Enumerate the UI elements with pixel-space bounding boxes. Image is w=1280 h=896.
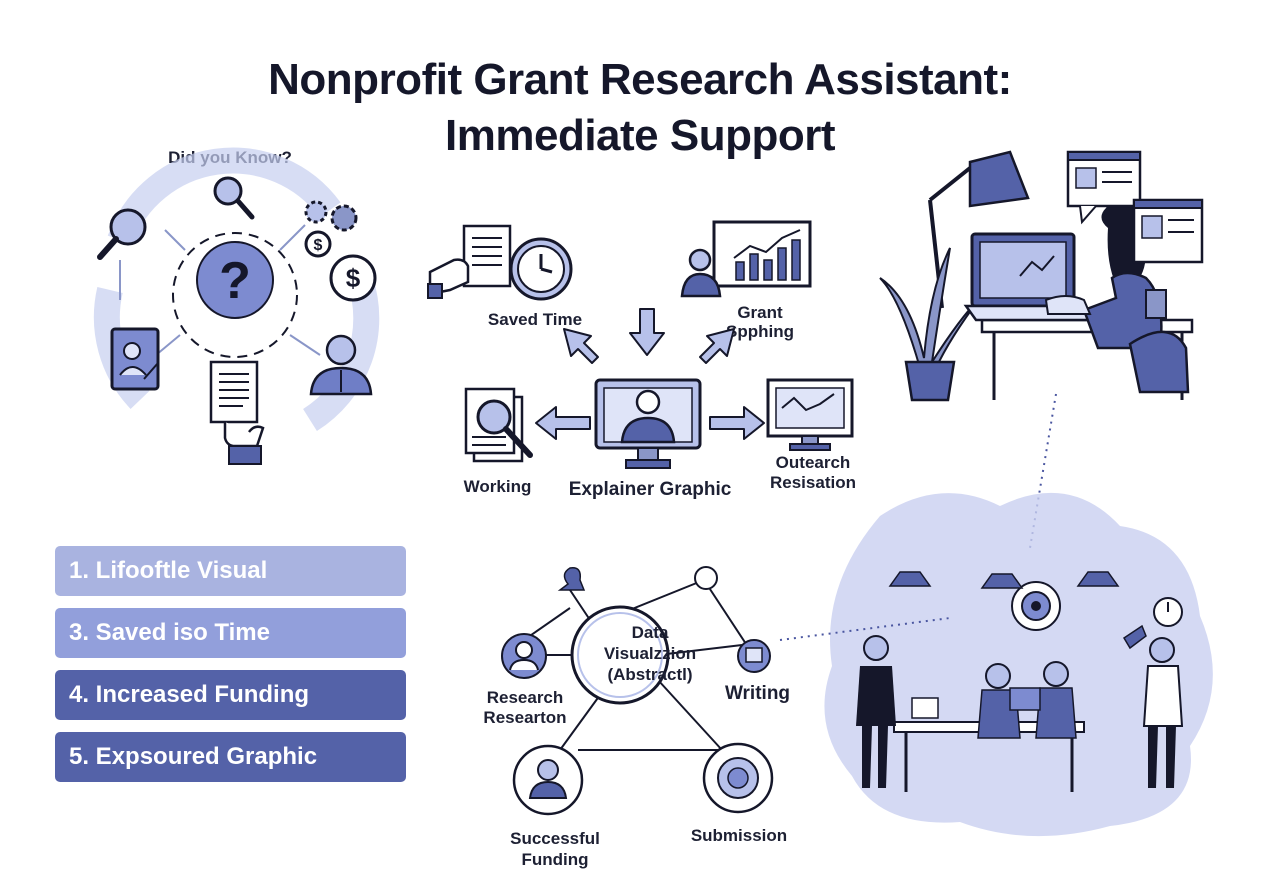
title-line-1: Nonprofit Grant Research Assistant: [268, 55, 1012, 104]
office-team-illustration [779, 492, 1213, 837]
desk-worker-illustration [879, 150, 1204, 549]
successful-funding-line-1: Successful [510, 829, 600, 848]
data-visualization-line-1: Data [631, 623, 669, 642]
svg-text:?: ? [219, 252, 251, 310]
explainer-graphic-label: Explainer Graphic [568, 479, 732, 500]
question-icon: ? [196, 241, 274, 319]
data-visualization-line-2: Visualzzion [603, 644, 697, 663]
document-hand-icon [209, 360, 265, 465]
magnifier-icon [97, 208, 147, 260]
monitor-person-icon [594, 378, 702, 469]
working-label: Working [463, 477, 532, 496]
dollar-icon: $ [329, 254, 377, 302]
id-badge-icon [110, 327, 160, 391]
gears-icon: $ [304, 200, 358, 258]
writing-label: Writing [724, 683, 791, 704]
grant-label: Grant Spphing [705, 303, 815, 341]
submission-label: Submission [690, 826, 788, 845]
research-label: Research Researton [470, 688, 580, 728]
list-item: 3. Saved iso Time [55, 608, 406, 658]
outreach-label-line-1: Outearch [775, 453, 851, 472]
grant-label-line-1: Grant [737, 303, 783, 322]
person-icon [309, 334, 373, 396]
flow-arrows [535, 308, 765, 440]
research-label-line-1: Research [486, 688, 564, 707]
research-label-line-2: Researton [483, 708, 567, 727]
title-line-2: Immediate Support [445, 111, 836, 160]
data-visualization-line-3: (Abstractl) [607, 665, 693, 684]
magnifier-icon [213, 176, 255, 220]
svg-text:$: $ [314, 237, 323, 254]
grant-label-line-2: Spphing [726, 322, 794, 341]
page-title: Nonprofit Grant Research Assistant: Imme… [0, 52, 1280, 164]
clock-icon [509, 237, 573, 301]
outreach-label-line-2: Resisation [770, 473, 856, 492]
svg-text:$: $ [346, 263, 361, 293]
data-visualization-node: Data Visualzzion (Abstractl) [590, 622, 710, 685]
monitor-chart-icon [766, 378, 854, 451]
network-diagram [501, 566, 774, 816]
list-item: 1. Lifooftle Visual [55, 546, 406, 596]
saved-time-label: Saved Time [487, 310, 583, 329]
document-magnifier-icon [464, 387, 533, 463]
successful-funding-label: Successful Funding [490, 828, 620, 870]
presenter-chart-icon [680, 220, 812, 298]
hand-document-icon [427, 224, 512, 299]
list-item: 5. Expsoured Graphic [55, 732, 406, 782]
list-item: 4. Increased Funding [55, 670, 406, 720]
outreach-label: Outearch Resisation [758, 453, 868, 493]
successful-funding-line-2: Funding [521, 850, 589, 869]
